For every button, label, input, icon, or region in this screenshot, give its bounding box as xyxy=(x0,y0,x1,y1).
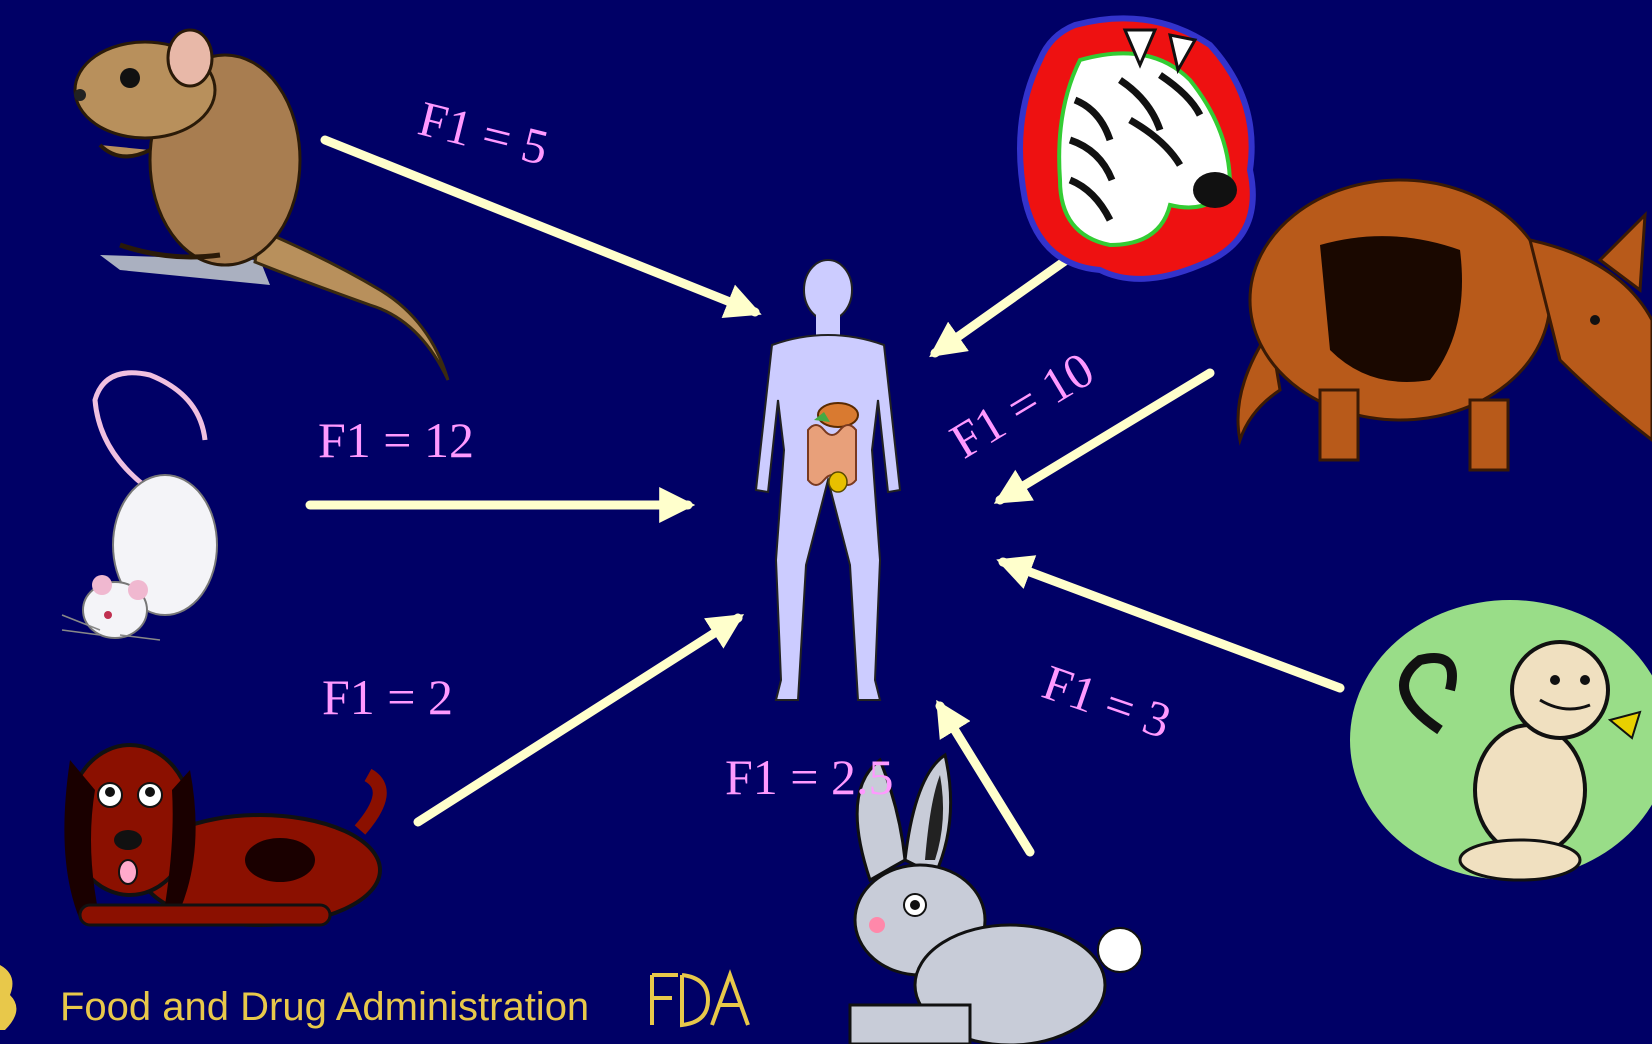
label-rabbit: F1 = 2.5 xyxy=(725,752,894,802)
arrow-zebra xyxy=(935,256,1072,353)
human-body-organs-icon xyxy=(756,260,900,700)
dog-icon xyxy=(64,745,380,925)
aardvark-icon xyxy=(1238,180,1652,470)
arrow-dog xyxy=(418,618,738,822)
hhs-eagle-icon xyxy=(0,965,16,1030)
footer-agency-name: Food and Drug Administration xyxy=(60,985,589,1030)
fda-logo xyxy=(652,975,748,1025)
kangaroo-rat-icon xyxy=(74,30,448,380)
arrow-rabbit xyxy=(940,706,1030,852)
label-dog: F1 = 2 xyxy=(322,672,453,722)
monkey-icon xyxy=(1350,600,1652,880)
zebra-icon xyxy=(1020,18,1253,279)
label-rat: F1 = 12 xyxy=(318,415,474,465)
white-rat-icon xyxy=(62,373,217,640)
